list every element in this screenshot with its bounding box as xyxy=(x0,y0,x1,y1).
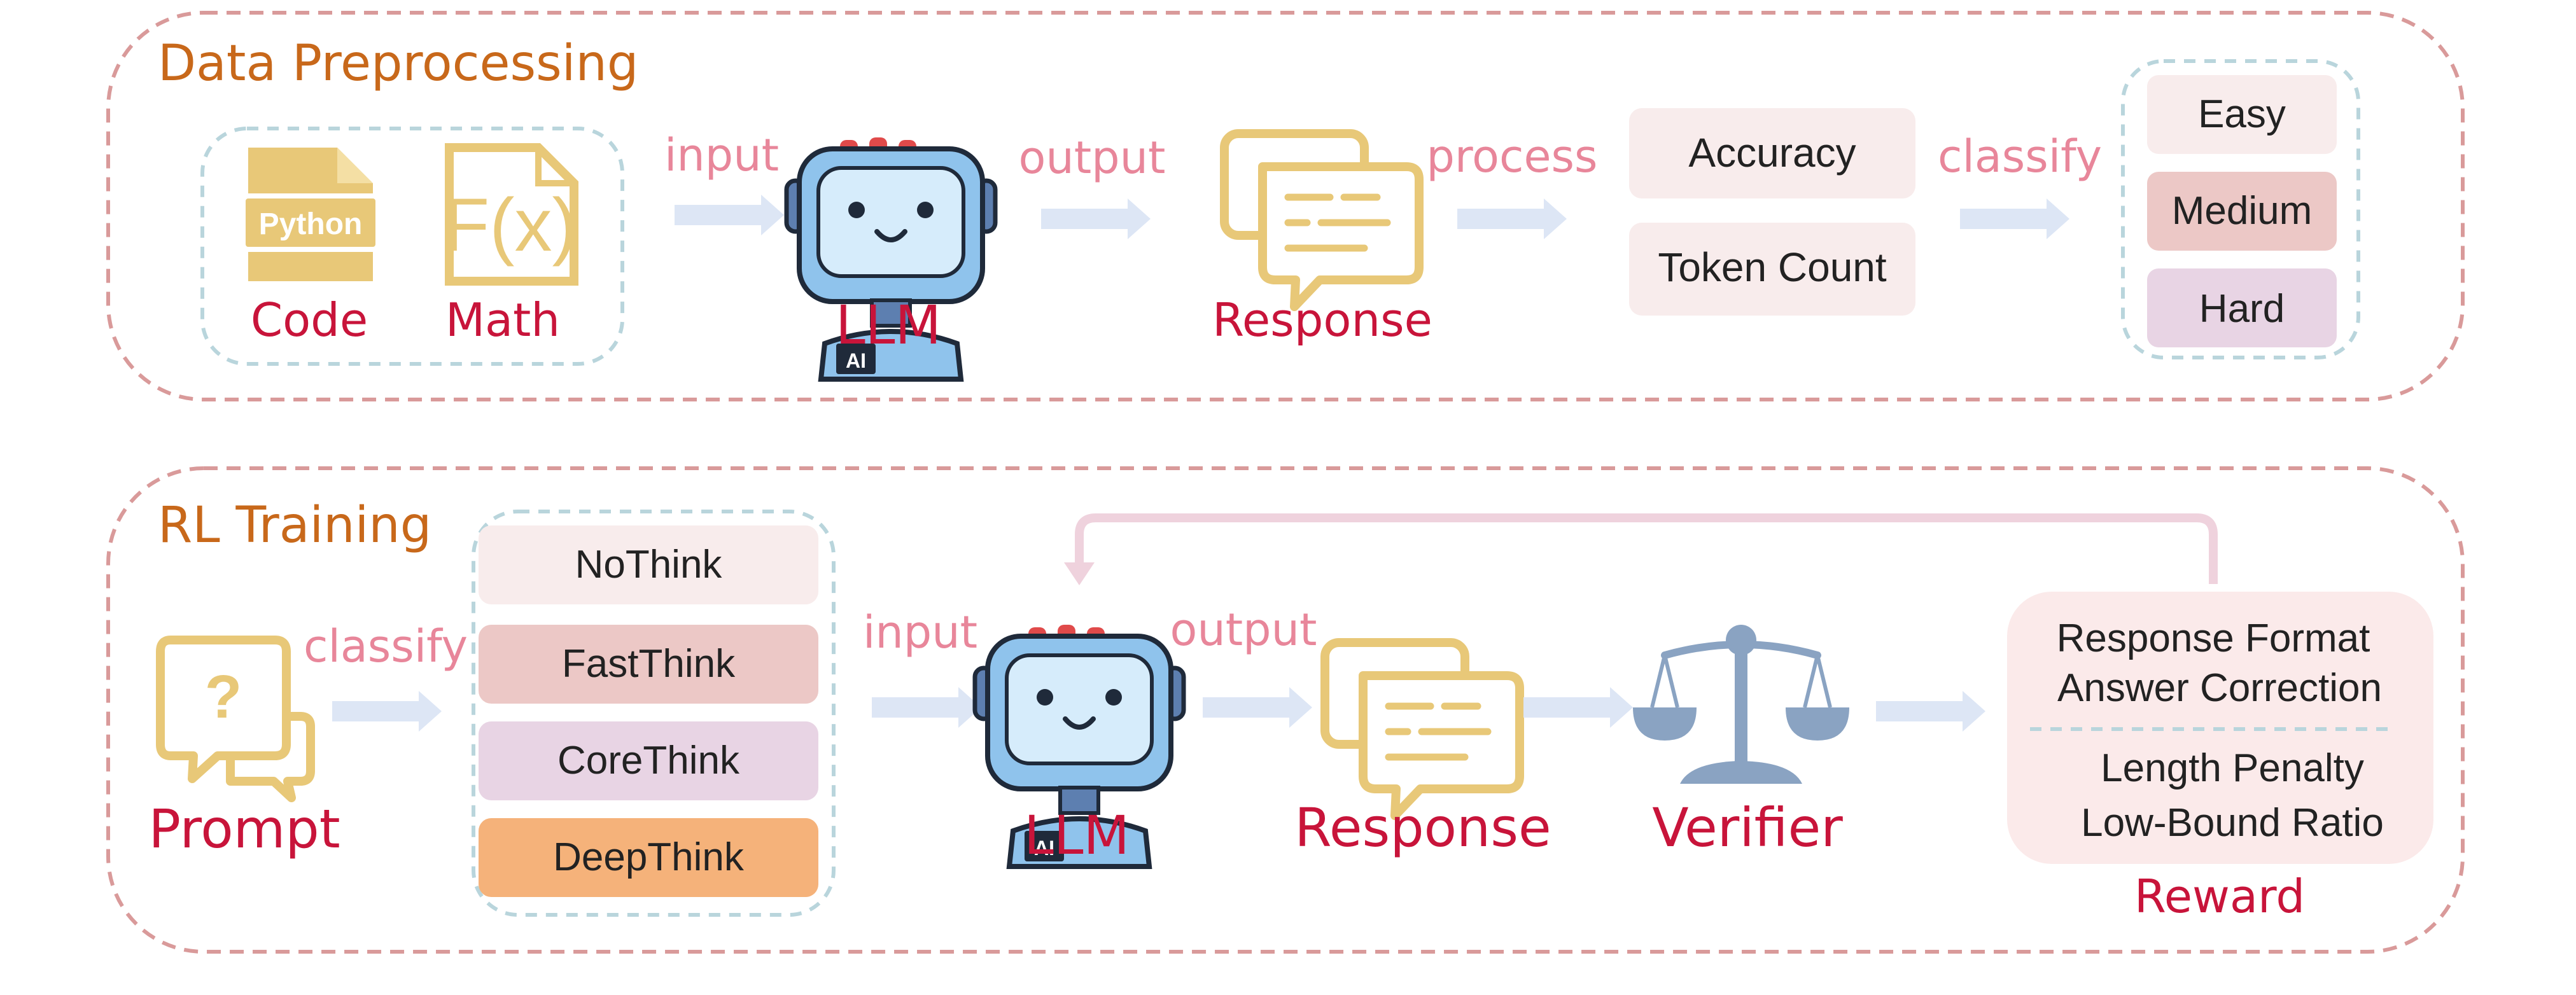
fastthink-box xyxy=(479,625,818,704)
classify-label: classify xyxy=(1938,130,2102,183)
medium-label: Medium xyxy=(2172,189,2313,233)
token-count-metric: Token Count xyxy=(1658,244,1887,290)
nothink-box xyxy=(479,525,818,604)
function-file-badge: F(x) xyxy=(444,183,577,267)
feedback-loop-line xyxy=(1075,513,2218,584)
deepthink-box xyxy=(479,818,818,897)
preprocessing-title: Data Preprocessing xyxy=(158,35,638,92)
training-llm-label: LLM xyxy=(1024,804,1130,866)
response-label: Response xyxy=(1212,293,1432,347)
reward-response-format: Response Format xyxy=(2057,616,2370,660)
training-response-label: Response xyxy=(1294,797,1551,859)
accuracy-metric: Accuracy xyxy=(1688,130,1856,176)
reward-low-bound-ratio: Low-Bound Ratio xyxy=(2081,801,2384,845)
question-bubble-icon: ? xyxy=(156,636,315,802)
reward-answer-correction: Answer Correction xyxy=(2057,666,2382,710)
reward-length-penalty: Length Penalty xyxy=(2101,746,2364,790)
feedback-loop-arrowhead xyxy=(1064,562,1095,585)
input-label: input xyxy=(664,129,779,181)
nothink-label: NoThink xyxy=(575,543,723,587)
reward-label: Reward xyxy=(2134,870,2305,923)
training-output-arrow xyxy=(1203,687,1312,728)
easy-label: Easy xyxy=(2198,92,2286,136)
deepthink-label: DeepThink xyxy=(553,835,745,879)
training-classify-arrow xyxy=(332,691,442,732)
python-file-badge: Python xyxy=(259,207,363,241)
training-section xyxy=(106,466,2465,954)
difficulty-group xyxy=(2121,59,2360,359)
data-sources-group xyxy=(200,127,624,366)
token-count-metric-box xyxy=(1629,223,1915,316)
response-chat-icon xyxy=(1224,134,1419,307)
process-arrow xyxy=(1457,198,1567,239)
corethink-label: CoreThink xyxy=(557,739,740,783)
output-label: output xyxy=(1019,132,1166,184)
training-input-arrow xyxy=(872,687,981,728)
llm-label: LLM xyxy=(836,294,941,356)
hard-box xyxy=(2147,268,2337,347)
classify-arrow xyxy=(1960,198,2069,239)
math-label: Math xyxy=(445,293,560,347)
easy-box xyxy=(2147,75,2337,154)
training-input-label: input xyxy=(863,606,977,658)
accuracy-metric-box xyxy=(1629,108,1915,198)
balance-scale-icon xyxy=(1633,625,1849,784)
code-label: Code xyxy=(251,293,368,347)
output-arrow xyxy=(1041,198,1151,239)
training-output-label: output xyxy=(1170,604,1317,656)
medium-box xyxy=(2147,172,2337,251)
reward-arrow xyxy=(1876,691,1985,732)
verifier-arrow xyxy=(1523,687,1633,728)
python-file-icon: Python xyxy=(241,148,381,281)
input-arrow xyxy=(675,195,784,235)
prompt-label: Prompt xyxy=(148,798,340,860)
thinking-modes-group xyxy=(472,510,836,917)
process-label: process xyxy=(1427,130,1598,183)
fastthink-label: FastThink xyxy=(562,642,736,686)
hard-label: Hard xyxy=(2199,287,2285,331)
training-title: RL Training xyxy=(158,497,431,554)
verifier-label: Verifier xyxy=(1652,797,1843,859)
training-classify-label: classify xyxy=(304,620,468,672)
corethink-box xyxy=(479,721,818,800)
preprocessing-section xyxy=(106,11,2465,401)
function-file-icon: F(x) xyxy=(444,143,578,286)
svg-text:?: ? xyxy=(205,663,242,731)
training-response-chat-icon xyxy=(1325,643,1520,816)
